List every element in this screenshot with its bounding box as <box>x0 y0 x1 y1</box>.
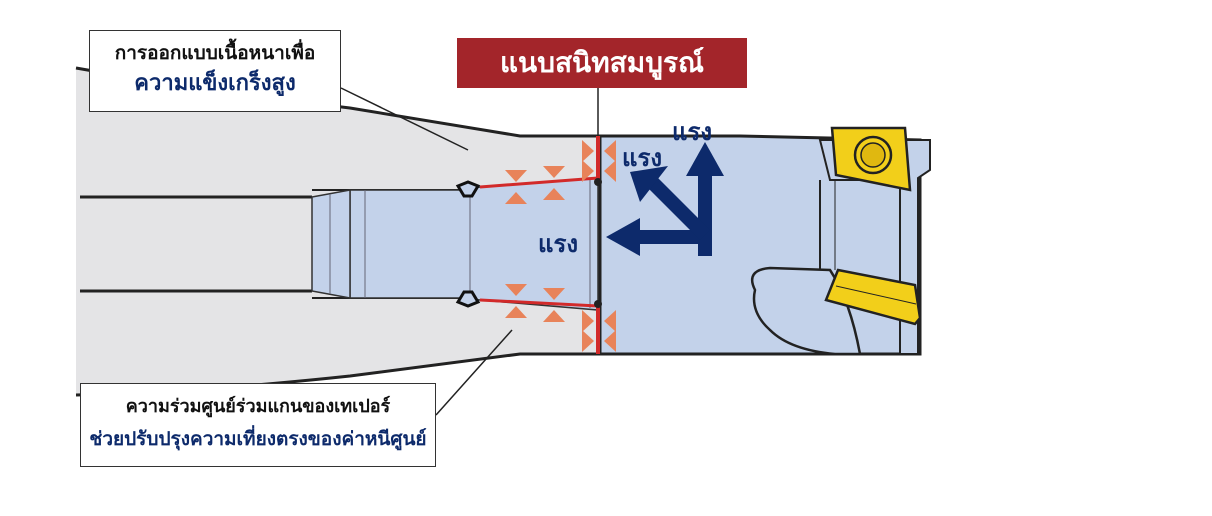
force-arrow-diagonal-head <box>630 166 668 202</box>
contact-dot-1 <box>594 178 602 186</box>
pressure-markers-face-bottom <box>582 310 616 352</box>
force-arrow-left-stem <box>632 230 712 244</box>
callout-taper-concentricity: ความร่วมศูนย์ร่วมแกนของเทเปอร์ ช่วยปรับป… <box>80 383 436 467</box>
taper-marker-bottom <box>455 290 481 308</box>
callout-top-leader <box>340 87 469 151</box>
contact-line-bottom <box>479 298 599 308</box>
contact-dot-2 <box>594 300 602 308</box>
force-label-up: แรง <box>672 118 712 146</box>
taper-marker-top <box>455 180 481 198</box>
callout-bottom-leader <box>435 329 513 416</box>
pressure-markers-bottom <box>505 284 565 322</box>
pressure-markers-face-top <box>582 140 616 182</box>
force-arrow-up-head <box>686 142 724 176</box>
insert-bottom <box>824 268 922 326</box>
title-banner: แนบสนิทสมบูรณ์ <box>457 38 747 88</box>
taper-end-cap <box>311 189 351 299</box>
callout-taper-concentricity-line1: ความร่วมศูนย์ร่วมแกนของเทเปอร์ <box>125 396 391 417</box>
force-arrow-left-head <box>606 218 640 256</box>
pressure-markers-top <box>505 166 565 204</box>
contact-line-top <box>479 176 599 189</box>
callout-rigid-design-line2: ความแข็งเกร็งสูง <box>134 71 296 96</box>
force-label-left: แรง <box>538 230 578 258</box>
callout-rigid-design: การออกแบบเนื้อหนาเพื่อ ความแข็งเกร็งสูง <box>89 30 341 112</box>
callout-rigid-design-line1: การออกแบบเนื้อหนาเพื่อ <box>114 42 316 64</box>
callout-taper-concentricity-line2: ช่วยปรับปรุงความเที่ยงตรงของค่าหนีศูนย์ <box>89 428 427 450</box>
insert-screw-inner <box>860 142 886 168</box>
insert-bottom-edge <box>835 285 917 305</box>
force-arrow-diagonal-stem <box>648 178 710 240</box>
force-label-diagonal: แรง <box>622 144 662 172</box>
force-arrows <box>606 142 724 256</box>
